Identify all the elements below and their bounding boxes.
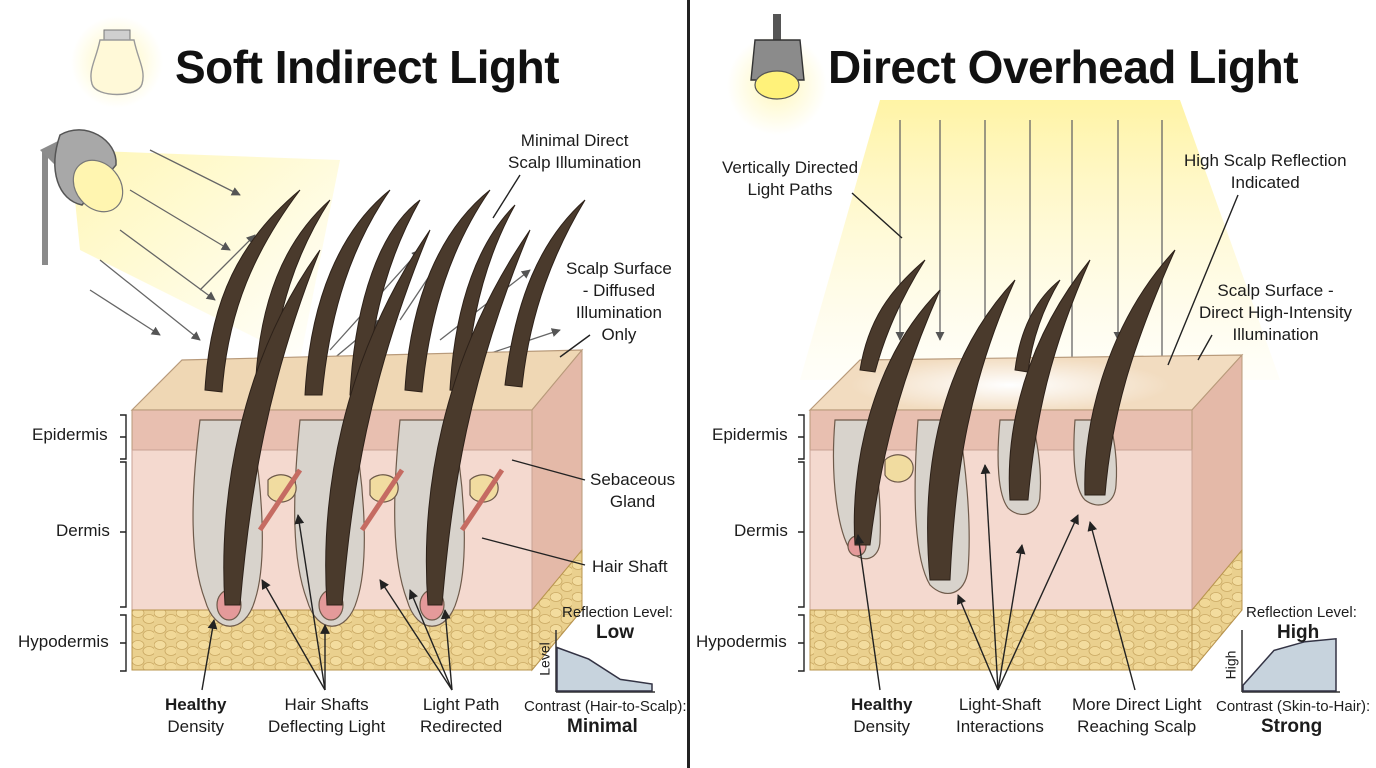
left-contrast-value: Minimal (567, 716, 638, 737)
left-dermis-label: Dermis (56, 521, 110, 540)
left-reflection-level-label: Reflection Level: (562, 604, 673, 621)
light-bulb-icon (71, 16, 163, 108)
left-epidermis-label: Epidermis (32, 425, 108, 444)
left-graph-axis-label: Level (536, 642, 553, 676)
right-hypodermis-label: Hypodermis (696, 632, 787, 651)
right-graph-axis-label: High (1222, 650, 1239, 680)
right-contrast-value: Strong (1261, 716, 1323, 737)
spotlight-icon (727, 14, 827, 135)
left-graph-area (556, 646, 653, 692)
left-hair-shafts (204, 189, 586, 606)
left-reflection-value: Low (596, 622, 634, 643)
hair-shaft-label: Hair Shaft (592, 557, 668, 576)
right-contrast-label: Contrast (Skin-to-Hair): (1216, 698, 1371, 715)
right-callout-lines (798, 192, 1239, 691)
left-reflection-graph (555, 630, 655, 693)
panel-divider (687, 0, 690, 768)
right-epidermis-label: Epidermis (712, 425, 788, 444)
left-panel-title: Soft Indirect Light (175, 41, 560, 93)
right-reflection-graph (1241, 630, 1340, 693)
left-contrast-label: Contrast (Hair-to-Scalp): (524, 698, 687, 715)
right-panel-art (727, 14, 1340, 693)
right-dermis-label: Dermis (734, 521, 788, 540)
left-callout-lines (120, 174, 591, 691)
right-reflection-level-label: Reflection Level: (1246, 604, 1357, 621)
right-panel-title: Direct Overhead Light (828, 41, 1299, 93)
right-hair-shafts (853, 249, 1176, 581)
left-panel-art (40, 16, 655, 693)
right-reflection-value: High (1277, 622, 1320, 643)
left-hypodermis-label: Hypodermis (18, 632, 109, 651)
right-graph-area (1242, 637, 1337, 692)
